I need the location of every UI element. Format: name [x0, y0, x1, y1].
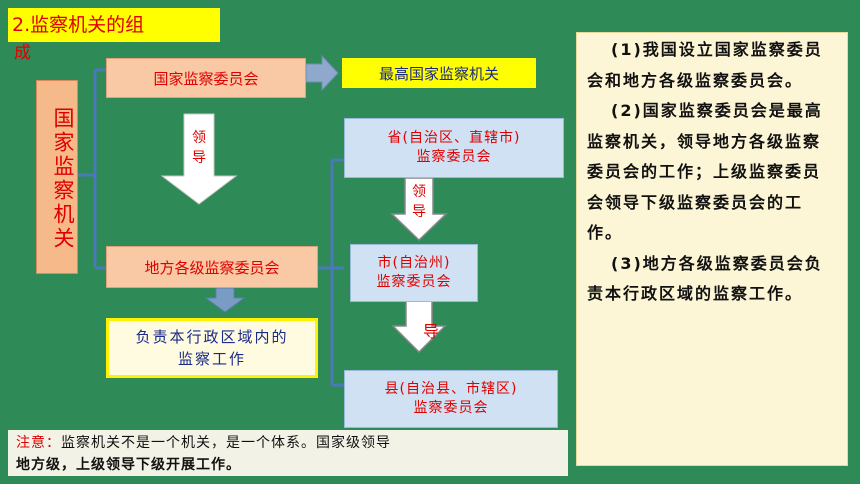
city-line-1: 市(自治州): [377, 255, 451, 271]
lead-arrow-2: [390, 177, 448, 242]
lead-label-2-char: 领: [412, 184, 426, 200]
lead-label-3: 导: [422, 322, 440, 342]
duty-line-2: 监察工作: [177, 350, 246, 368]
city-line-2: 监察委员会: [376, 274, 452, 290]
lead-label-2: 领 导: [410, 182, 428, 222]
lead-label-2-char: 导: [412, 204, 426, 220]
lead-label-1: 领 导: [191, 128, 207, 168]
county-commission-box: 县(自治县、市辖区) 监察委员会: [344, 370, 558, 428]
lead-arrow-3: [391, 299, 447, 354]
lead-arrow-1: [160, 113, 238, 205]
city-commission-box: 市(自治州) 监察委员会: [350, 244, 478, 302]
lead-label-1-char: 导: [192, 150, 206, 166]
duty-box: 负责本行政区域内的 监察工作: [106, 318, 318, 378]
summary-point-3: (3)地方各级监察委员会负责本行政区域的监察工作。: [587, 253, 823, 304]
main-brace: [78, 68, 106, 270]
county-line-1: 县(自治县、市辖区): [384, 381, 518, 397]
main-label-box: 国家监察机关: [36, 80, 78, 274]
national-commission-label: 国家监察委员会: [153, 69, 259, 88]
county-line-2: 监察委员会: [413, 400, 489, 416]
summary-point-1: (1)我国设立国家监察委员会和地方各级监察委员会。: [587, 40, 823, 90]
province-commission-box: 省(自治区、直辖市) 监察委员会: [344, 118, 564, 178]
highest-organ-box: 最高国家监察机关: [342, 58, 536, 88]
lead-label-1-char: 领: [192, 130, 206, 146]
note-text-2: 地方级，上级领导下级开展工作。: [16, 457, 241, 473]
lead-label-3-char: 导: [422, 322, 439, 341]
summary-panel: (1)我国设立国家监察委员会和地方各级监察委员会。 (2)国家监察委员会是最高监…: [576, 32, 848, 466]
summary-point-2: (2)国家监察委员会是最高监察机关，领导地方各级监察委员会的工作；上级监察委员会…: [587, 101, 823, 242]
note-text-1: 监察机关不是一个机关，是一个体系。国家级领导: [61, 435, 391, 451]
right-arrow: [305, 54, 339, 92]
province-line-1: 省(自治区、直辖市): [387, 130, 521, 146]
section-title-continued: 成: [14, 43, 31, 63]
note-box: 注意：监察机关不是一个机关，是一个体系。国家级领导 地方级，上级领导下级开展工作…: [8, 430, 568, 476]
province-line-2: 监察委员会: [416, 149, 492, 165]
local-commission-label: 地方各级监察委员会: [144, 258, 280, 277]
duty-line-1: 负责本行政区域内的: [135, 328, 289, 346]
national-commission-box: 国家监察委员会: [106, 58, 306, 98]
local-commission-box: 地方各级监察委员会: [106, 246, 318, 288]
note-label: 注意：: [16, 435, 61, 451]
duty-box-inner: 负责本行政区域内的 监察工作: [109, 321, 315, 375]
local-brace: [318, 158, 344, 387]
section-title: 2.监察机关的组: [8, 8, 220, 42]
highest-organ-label: 最高国家监察机关: [378, 64, 499, 83]
duty-arrow: [204, 287, 246, 313]
